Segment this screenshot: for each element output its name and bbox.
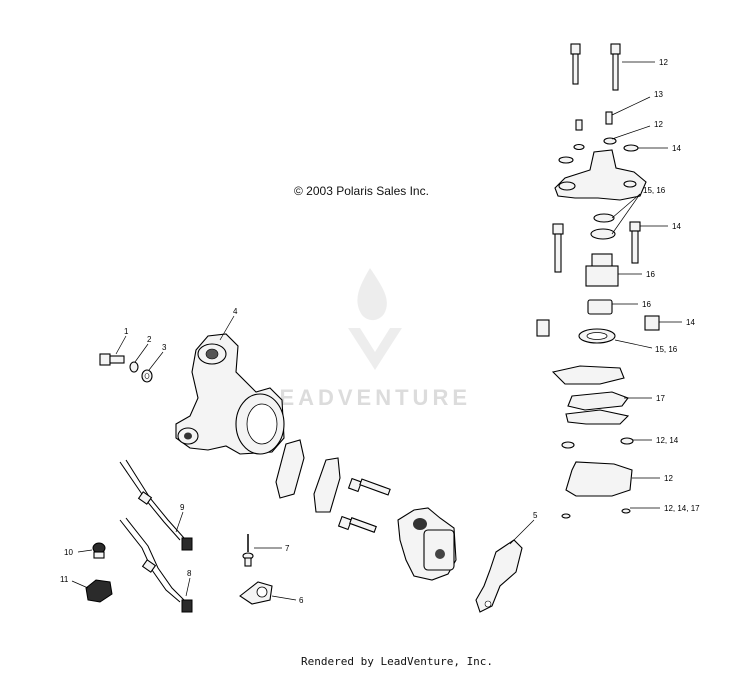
pad-plate bbox=[567, 391, 629, 411]
knuckle-housing bbox=[175, 333, 285, 455]
watermark-logo bbox=[348, 268, 402, 370]
copyright-text: © 2003 Polaris Sales Inc. bbox=[294, 184, 429, 198]
caliper-bolts bbox=[337, 477, 391, 533]
master-cylinder-body bbox=[554, 149, 647, 201]
callout-label: 9 bbox=[180, 503, 185, 512]
pad-plate bbox=[565, 409, 630, 425]
callout-label: 12 bbox=[659, 58, 668, 67]
bolt-1 bbox=[99, 353, 125, 366]
left-callouts: 1 2 3 4 5 6 7 8 9 10 11 bbox=[60, 307, 538, 605]
spacer bbox=[587, 299, 613, 315]
brake-pad-left bbox=[275, 439, 305, 499]
master-cylinder-port bbox=[623, 180, 637, 188]
washer bbox=[561, 441, 575, 449]
footer-credit: Rendered by LeadVenture, Inc. bbox=[301, 655, 493, 668]
callout-label: 14 bbox=[672, 144, 681, 153]
rivet bbox=[242, 534, 254, 567]
callout-label: 16 bbox=[642, 300, 651, 309]
hose-clamp bbox=[239, 581, 273, 605]
long-bolt-pair bbox=[570, 43, 621, 91]
hose-fitting-10 bbox=[92, 542, 106, 559]
washer-2 bbox=[129, 361, 139, 373]
callout-label: 6 bbox=[299, 596, 304, 605]
callout-label: 2 bbox=[147, 335, 152, 344]
watermark-text: LEADVENTURE bbox=[262, 385, 471, 410]
callout-label: 14 bbox=[672, 222, 681, 231]
brake-hose-8 bbox=[119, 517, 193, 613]
callout-label: 8 bbox=[187, 569, 192, 578]
short-bolt-pair bbox=[552, 221, 641, 273]
right-callouts: 12 13 12 14 15, 16 14 16 16 14 15, 16 17… bbox=[611, 58, 700, 513]
small-washer bbox=[561, 513, 571, 519]
callout-label: 12, 14, 17 bbox=[664, 504, 700, 513]
callout-label: 14 bbox=[686, 318, 695, 327]
hose-clip-11 bbox=[85, 579, 113, 603]
piston bbox=[585, 253, 619, 287]
callout-label: 12 bbox=[654, 120, 663, 129]
callout-label: 4 bbox=[233, 307, 238, 316]
brake-pad-right bbox=[313, 457, 341, 513]
callout-label: 12 bbox=[664, 474, 673, 483]
bushing bbox=[536, 319, 550, 337]
callout-label: 15, 16 bbox=[643, 186, 666, 195]
callout-label: 11 bbox=[60, 575, 69, 584]
caliper-bracket bbox=[475, 539, 523, 613]
callout-label: 5 bbox=[533, 511, 538, 520]
callout-label: 7 bbox=[285, 544, 290, 553]
upper-bracket bbox=[551, 365, 625, 385]
seal-ring bbox=[593, 213, 615, 223]
master-cylinder-port bbox=[558, 181, 576, 191]
callout-label: 10 bbox=[64, 548, 73, 557]
small-washer bbox=[621, 508, 631, 514]
brake-caliper bbox=[397, 507, 457, 581]
lower-caliper-block bbox=[565, 461, 633, 497]
callout-label: 12, 14 bbox=[656, 436, 679, 445]
callout-label: 1 bbox=[124, 327, 129, 336]
seal-ring bbox=[590, 228, 616, 240]
callout-label: 13 bbox=[654, 90, 663, 99]
bleeder-fittings bbox=[575, 111, 613, 131]
callout-label: 15, 16 bbox=[655, 345, 678, 354]
callout-label: 3 bbox=[162, 343, 167, 352]
callout-label: 17 bbox=[656, 394, 665, 403]
callout-label: 16 bbox=[646, 270, 655, 279]
bushing bbox=[644, 315, 660, 331]
washer bbox=[620, 437, 634, 445]
brake-hose-9 bbox=[119, 459, 193, 551]
